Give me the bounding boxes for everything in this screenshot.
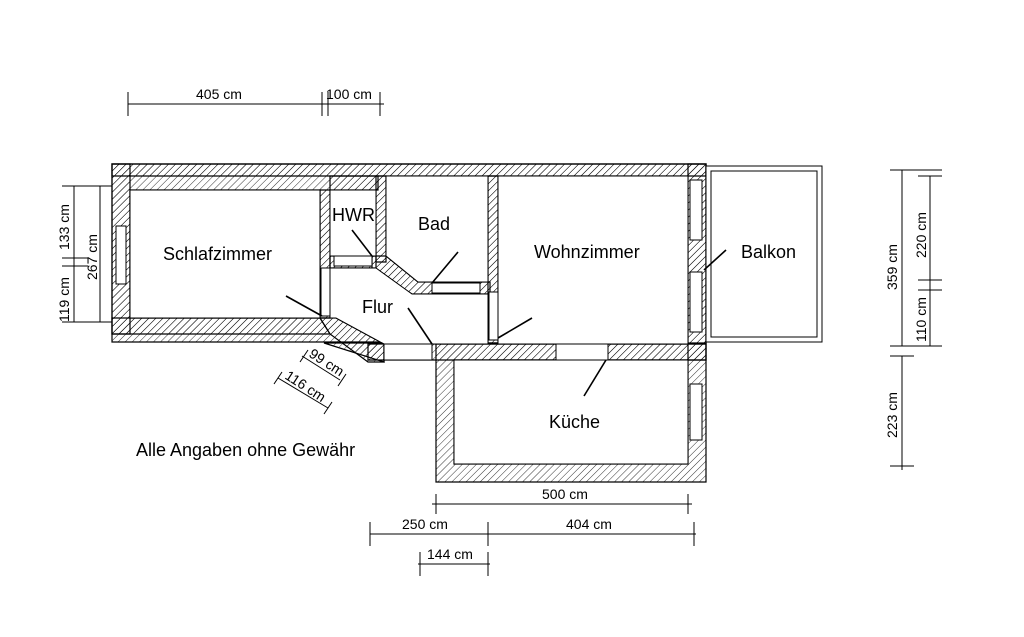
dim-top-405: 405 cm xyxy=(196,86,242,102)
dim-bottom-250: 250 cm xyxy=(402,516,448,532)
window-flur-bottom xyxy=(383,343,433,361)
doors xyxy=(285,229,727,397)
dim-bottom-404: 404 cm xyxy=(566,516,612,532)
dim-diag-116: 116 cm xyxy=(282,367,328,405)
room-label-bad: Bad xyxy=(418,214,450,234)
disclaimer-note: Alle Angaben ohne Gewähr xyxy=(136,440,355,460)
room-label-kueche: Küche xyxy=(549,412,600,432)
dim-right-223: 223 cm xyxy=(884,392,900,438)
window-balcony-lower xyxy=(689,271,703,333)
bedroom-bottom-wall xyxy=(111,317,332,335)
top-wall xyxy=(111,163,707,177)
room-labels: Schlafzimmer HWR Bad Flur Wohnzimmer Bal… xyxy=(163,205,796,432)
dim-diag-99: 99 cm xyxy=(306,345,347,379)
room-label-schlafzimmer: Schlafzimmer xyxy=(163,244,272,264)
bad-left-wall xyxy=(375,175,387,263)
door-opening-bedroom xyxy=(320,267,331,317)
dim-right-359: 359 cm xyxy=(884,244,900,290)
dim-right-110: 110 cm xyxy=(913,297,929,342)
room-interiors xyxy=(129,175,689,465)
door-opening-bad xyxy=(431,282,481,294)
dim-bottom-144: 144 cm xyxy=(427,546,473,562)
windows xyxy=(115,179,703,441)
window-wohn-kitchen xyxy=(555,343,609,361)
window-bedroom xyxy=(115,225,127,285)
window-balcony-upper xyxy=(689,179,703,241)
window-kitchen-right xyxy=(689,383,703,441)
room-label-wohnzimmer: Wohnzimmer xyxy=(534,242,640,262)
door-opening-hwr xyxy=(333,255,373,267)
hwr-top-wall xyxy=(329,175,379,191)
dim-bottom-500: 500 cm xyxy=(542,486,588,502)
door-opening-wohn xyxy=(488,291,499,341)
dim-left-133: 133 cm xyxy=(56,204,72,250)
dim-left-119: 119 cm xyxy=(56,277,72,322)
balcony xyxy=(705,165,823,343)
dimensions: 405 cm 100 cm 133 cm 267 cm 119 cm 359 c… xyxy=(56,86,942,576)
dim-top-100: 100 cm xyxy=(326,86,372,102)
dim-left-267: 267 cm xyxy=(84,234,100,280)
room-label-balkon: Balkon xyxy=(741,242,796,262)
dim-right-220: 220 cm xyxy=(913,212,929,258)
room-label-flur: Flur xyxy=(362,297,393,317)
room-label-hwr: HWR xyxy=(332,205,375,225)
